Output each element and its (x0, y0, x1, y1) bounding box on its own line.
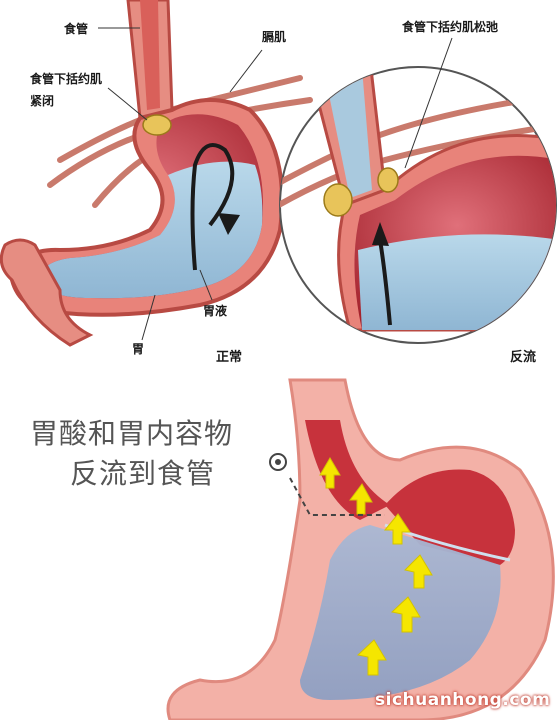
reflux-arrow-5 (390, 596, 421, 633)
reflux-arrow-1 (319, 457, 341, 489)
flow-arrow (190, 143, 235, 271)
gastric-fluid (38, 161, 263, 299)
caption-line1: 胃酸和胃内容物 (30, 417, 234, 450)
reflux-arrow-6 (356, 639, 387, 676)
label-les-closed-line1: 食管下括约肌 (30, 72, 103, 86)
bottom-stomach-illustration (166, 378, 555, 720)
label-diaphragm: 膈肌 (262, 30, 287, 44)
reflux-zoom-circle (279, 37, 557, 344)
normal-stomach-illustration (0, 0, 313, 347)
reflux-arrow-4 (404, 554, 433, 589)
label-normal: 正常 (216, 350, 243, 365)
reflux-arrow-3 (383, 513, 411, 545)
label-esophagus: 食管 (64, 22, 89, 36)
label-gastric-juice: 胃液 (203, 304, 228, 318)
caption-line2: 反流到食管 (70, 457, 216, 490)
label-stomach: 胃 (132, 342, 145, 356)
reflux-arrows (319, 457, 433, 676)
label-reflux: 反流 (510, 350, 537, 365)
label-les-relaxed: 食管下括约肌松弛 (402, 20, 499, 34)
label-les-closed-line2: 紧闭 (30, 94, 55, 108)
reflux-arrow-2 (349, 483, 373, 515)
lower-esophageal-sphincter-closed (142, 114, 172, 136)
watermark: sichuanhong.com (375, 690, 551, 710)
